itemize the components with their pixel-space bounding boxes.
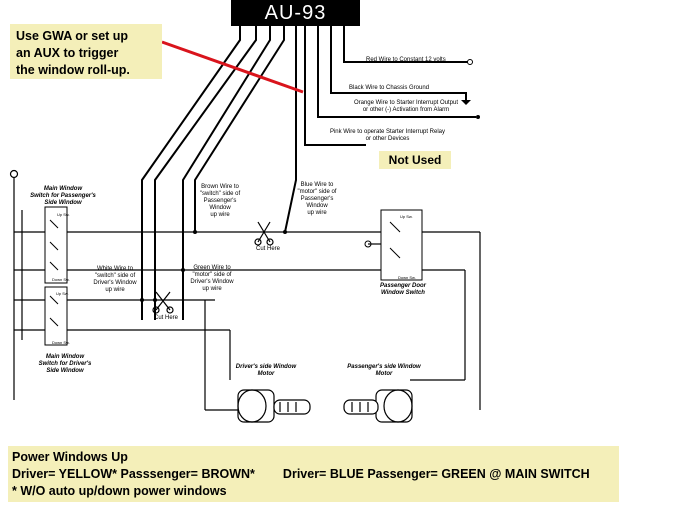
black-wire-label: Black Wire to Chassis Ground	[349, 85, 430, 91]
label-line: up wire	[202, 286, 222, 292]
label-line: Pink Wire to operate Starter Interrupt R…	[329, 129, 446, 135]
blue-wire-note: Blue Wire to "motor" side of Passenger's…	[290, 182, 344, 217]
main-switch-driver-label: Main Window Switch for Driver's Side Win…	[30, 354, 100, 375]
green-wire-run	[182, 26, 271, 320]
white-wire-run	[154, 26, 257, 320]
label-line: Driver's side Window	[235, 364, 297, 370]
label-line: Switch for Driver's	[38, 361, 92, 367]
not-used-badge: Not Used	[379, 151, 451, 169]
label-line: or other Devices	[365, 136, 410, 142]
footer-title: Power Windows Up	[12, 450, 128, 464]
switch-up-label: Up Sw.	[400, 214, 413, 219]
label-line: Window	[209, 205, 231, 211]
label-line: Motor	[257, 371, 275, 377]
brown-wire-note: Brown Wire to "switch" side of Passenger…	[190, 184, 250, 219]
label-line: "switch" side of	[199, 191, 241, 197]
label-line: Window	[306, 203, 328, 209]
orange-wire-label: Orange Wire to Starter Interrupt Output …	[332, 100, 480, 114]
main-switch-passenger-label: Main Window Switch for Passenger's Side …	[26, 186, 100, 207]
switch-down-label: Down Sw.	[52, 277, 70, 282]
label-line: Passenger's side Window	[347, 364, 421, 370]
callout-line: Use GWA or set up	[16, 29, 129, 43]
label-line: Passenger's	[203, 198, 237, 204]
callout-line: the window roll-up.	[16, 63, 130, 77]
label-line: Motor	[375, 371, 393, 377]
label-line: Green Wire to	[193, 265, 231, 271]
switch-down-label: Down Sw.	[398, 275, 416, 280]
label-line: Main Window	[45, 354, 85, 360]
label-line: up wire	[105, 287, 125, 293]
label-line: "motor" side of	[192, 272, 232, 278]
scissors-icon	[152, 291, 174, 314]
label-line: "switch" side of	[94, 273, 136, 279]
footer-line-b: Driver= BLUE Passenger= GREEN @ MAIN SWI…	[282, 467, 590, 481]
label-line: Switch for Passenger's	[30, 193, 96, 199]
label-line: Passenger Door	[379, 283, 427, 289]
driver-motor-label: Driver's side Window Motor	[226, 364, 306, 378]
module-title: AU-93	[231, 0, 360, 26]
label-line: Window Switch	[381, 290, 425, 296]
pink-wire-run	[304, 26, 366, 146]
label-line: Main Window	[43, 186, 83, 192]
blue-wire-run	[284, 26, 297, 233]
green-wire-note: Green Wire to "motor" side of Driver's W…	[184, 265, 240, 293]
black-wire-run	[330, 26, 467, 100]
switch-up-label: Up Sw.	[56, 291, 69, 296]
label-line: Side Window	[44, 200, 82, 206]
yellow-wire	[141, 26, 241, 320]
label-line: White Wire to	[96, 266, 133, 272]
driver-motor-icon	[237, 389, 311, 423]
passenger-motor-icon	[343, 389, 413, 423]
label-line: "motor" side of	[297, 189, 337, 195]
red-wire-run	[343, 26, 468, 63]
footer-line-a: Driver= YELLOW* Passsenger= BROWN*	[12, 467, 255, 481]
label-line: Driver's Window	[190, 279, 234, 285]
scissors-icon	[254, 221, 274, 246]
label-line: Driver's Window	[93, 280, 137, 286]
brown-wire-run	[194, 26, 285, 232]
label-line: Side Window	[46, 368, 84, 374]
passenger-switch-label: Passenger Door Window Switch	[378, 283, 428, 297]
cut-here-label: Cut Here	[154, 315, 179, 321]
callout-line: an AUX to trigger	[16, 46, 119, 60]
switch-down-label: Down Sw.	[52, 340, 70, 345]
switch-up-label: Up Sw.	[57, 212, 70, 217]
label-line: Passenger's	[300, 196, 334, 202]
label-line: Blue Wire to	[300, 182, 334, 188]
footer-line: * W/O auto up/down power windows	[12, 484, 227, 498]
cut-here-label: Cut Here	[256, 246, 281, 252]
callout-arrow	[161, 40, 304, 94]
passenger-motor-label: Passenger's side Window Motor	[340, 364, 428, 378]
white-wire-note: White Wire to "switch" side of Driver's …	[88, 266, 142, 294]
footer-line: Driver= YELLOW* Passsenger= BROWN* Driver…	[12, 466, 615, 483]
label-line: up wire	[210, 212, 230, 218]
callout-note: Use GWA or set up an AUX to trigger the …	[10, 24, 162, 79]
pink-wire-label: Pink Wire to operate Starter Interrupt R…	[315, 129, 460, 143]
label-line: up wire	[307, 210, 327, 216]
red-wire-label: Red Wire to Constant 12 volts	[366, 57, 446, 63]
orange-wire-run	[317, 26, 476, 118]
footer-note: Power Windows Up Driver= YELLOW* Passsen…	[8, 446, 619, 502]
label-line: or other (-) Activation from Alarm	[362, 107, 450, 113]
label-line: Orange Wire to Starter Interrupt Output	[353, 100, 459, 106]
label-line: Brown Wire to	[201, 184, 239, 190]
